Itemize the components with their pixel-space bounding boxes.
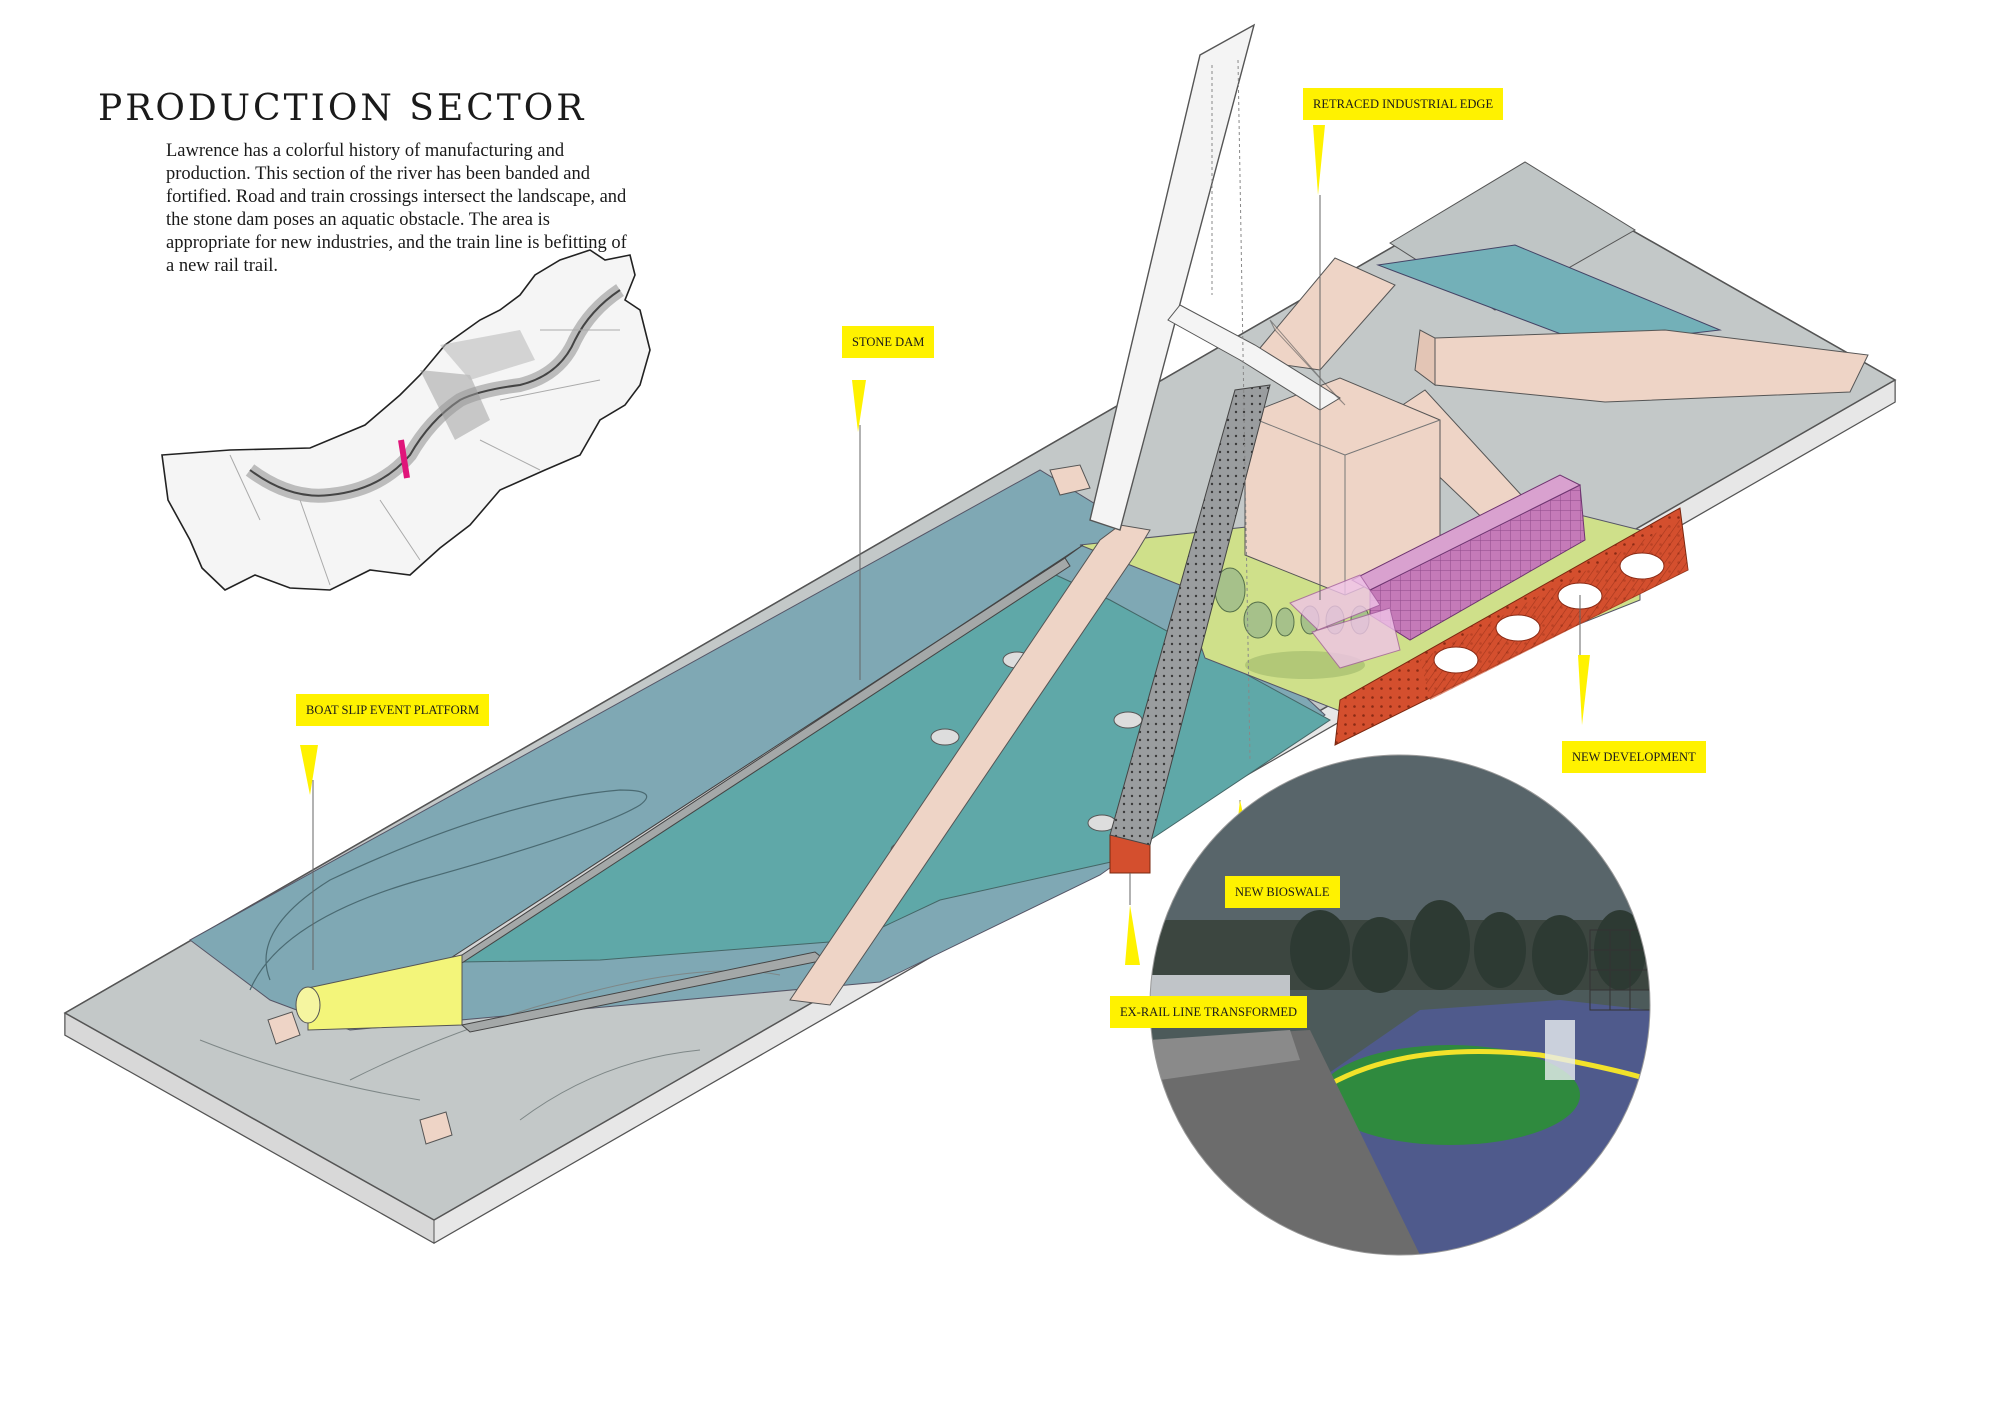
callout-pointers [300,125,1590,965]
label-stone-dam: STONE DAM [842,326,935,358]
perspective-photo-inset [1149,754,1651,1256]
label-ex-rail-line-transformed: EX-RAIL LINE TRANSFORMED [1110,996,1308,1028]
label-retraced-industrial-edge: RETRACED INDUSTRIAL EDGE [1303,88,1504,120]
label-new-development: NEW DEVELOPMENT [1562,741,1706,773]
page-title: PRODUCTION SECTOR [98,88,587,129]
location-marker [398,439,410,479]
description-text: Lawrence has a colorful history of manuf… [166,141,627,276]
label-new-bioswale: NEW BIOSWALE [1225,876,1340,908]
locator-map [161,249,651,591]
label-boat-slip-event-platform: BOAT SLIP EVENT PLATFORM [296,694,490,726]
site-model [63,23,1897,1244]
